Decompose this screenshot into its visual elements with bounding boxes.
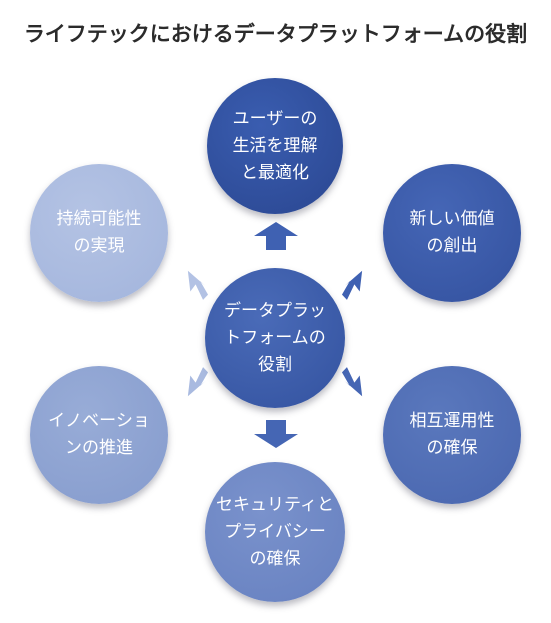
node-user-life: ユーザーの 生活を理解 と最適化 xyxy=(207,78,343,214)
arrow-upper-left-icon xyxy=(187,270,209,300)
arrow-upper-right-icon xyxy=(341,270,363,300)
node-label: 相互運用性 の確保 xyxy=(409,411,495,458)
node-label: イノベーショ ンの推進 xyxy=(48,411,150,458)
node-sustainable: 持続可能性 の実現 xyxy=(30,164,168,302)
arrow-up-icon xyxy=(254,222,298,250)
arrow-lower-left-icon xyxy=(187,367,209,397)
center-label: データプラッ トフォームの 役割 xyxy=(224,300,326,375)
node-center: データプラッ トフォームの 役割 xyxy=(205,268,345,408)
node-label: 持続可能性 の実現 xyxy=(56,209,142,256)
arrow-down-icon xyxy=(254,420,298,448)
node-security: セキュリティと プライバシー の確保 xyxy=(205,462,345,602)
node-innovation: イノベーショ ンの推進 xyxy=(30,366,168,504)
node-label: ユーザーの 生活を理解 と最適化 xyxy=(232,108,318,183)
node-interop: 相互運用性 の確保 xyxy=(383,366,521,504)
arrow-lower-right-icon xyxy=(341,367,363,397)
page-title: ライフテックにおけるデータプラットフォームの役割 xyxy=(23,22,528,46)
node-label: 新しい価値 の創出 xyxy=(409,209,495,256)
node-new-value: 新しい価値 の創出 xyxy=(383,164,521,302)
node-label: セキュリティと プライバシー の確保 xyxy=(216,494,334,569)
